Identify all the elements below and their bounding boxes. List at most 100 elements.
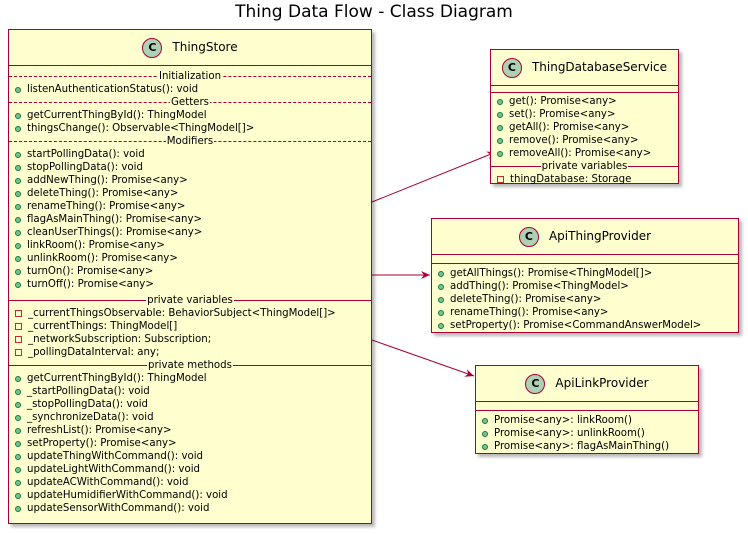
public-visibility-icon [15, 125, 21, 132]
class-thingstore[interactable]: C ThingStore Initialization listenAuthen… [8, 29, 372, 524]
public-visibility-icon [15, 401, 21, 408]
method-row: addNewThing(): Promise<any> [9, 174, 371, 187]
method-row: updateACWithCommand(): void [9, 476, 371, 489]
public-visibility-icon [15, 229, 21, 236]
method-row: Promise<any>: linkRoom() [476, 414, 698, 427]
method-row: setProperty(): Promise<CommandAnswerMode… [432, 319, 738, 332]
method-row: turnOff(): Promise<any> [9, 278, 371, 291]
section-separator: Initialization [9, 70, 371, 83]
public-visibility-icon [15, 268, 21, 275]
method-row: renameThing(): Promise<any> [432, 306, 738, 319]
method-row: removeAll(): Promise<any> [491, 147, 678, 160]
section-separator: Getters [9, 96, 371, 109]
class-header: C ThingStore [9, 30, 371, 66]
class-c-icon: C [142, 37, 163, 58]
public-visibility-icon [15, 479, 21, 486]
method-row: getCurrentThingById(): ThingModel [9, 109, 371, 122]
method-row: thingsChange(): Observable<ThingModel[]> [9, 122, 371, 135]
public-visibility-icon [15, 466, 21, 473]
public-visibility-icon [482, 443, 488, 450]
edge-thingstore-to-apilinkprovider [371, 339, 475, 377]
method-row: set(): Promise<any> [491, 108, 678, 121]
method-row: _stopPollingData(): void [9, 398, 371, 411]
class-name: ThingStore [172, 40, 238, 54]
public-visibility-icon [15, 255, 21, 262]
method-row: flagAsMainThing(): Promise<any> [9, 213, 371, 226]
public-visibility-icon [15, 151, 21, 158]
method-row: startPollingData(): void [9, 148, 371, 161]
public-visibility-icon [497, 124, 503, 131]
section-separator: Modifiers [9, 135, 371, 148]
private-visibility-icon [15, 336, 22, 343]
method-row: get(): Promise<any> [491, 95, 678, 108]
public-visibility-icon [15, 164, 21, 171]
public-visibility-icon [438, 283, 444, 290]
method-row: renameThing(): Promise<any> [9, 200, 371, 213]
attributes-separator [476, 410, 698, 411]
method-row: _synchronizeData(): void [9, 411, 371, 424]
public-visibility-icon [482, 417, 488, 424]
public-visibility-icon [497, 137, 503, 144]
public-visibility-icon [15, 492, 21, 499]
public-visibility-icon [15, 177, 21, 184]
public-visibility-icon [15, 414, 21, 421]
class-header: C ApiThingProvider [432, 219, 738, 255]
public-visibility-icon [15, 216, 21, 223]
attributes-separator [432, 263, 738, 264]
class-name: ThingDatabaseService [531, 60, 668, 74]
method-row: unlinkRoom(): Promise<any> [9, 252, 371, 265]
method-row: listenAuthenticationStatus(): void [9, 83, 371, 96]
public-visibility-icon [482, 430, 488, 437]
method-row: deleteThing(): Promise<any> [432, 293, 738, 306]
class-header: C ThingDatabaseService [491, 50, 678, 86]
section-separator: private variables [491, 160, 678, 173]
public-visibility-icon [15, 388, 21, 395]
public-visibility-icon [438, 296, 444, 303]
public-visibility-icon [15, 86, 21, 93]
class-c-icon: C [525, 373, 546, 394]
method-row: remove(): Promise<any> [491, 134, 678, 147]
public-visibility-icon [15, 440, 21, 447]
section-separator: private variables [9, 294, 371, 307]
method-row: getCurrentThingById(): ThingModel [9, 372, 371, 385]
class-apilinkprovider[interactable]: C ApiLinkProvider Promise<any>: linkRoom… [475, 365, 699, 454]
class-name: ApiLinkProvider [555, 376, 649, 390]
method-row: linkRoom(): Promise<any> [9, 239, 371, 252]
method-row: cleanUserThings(): Promise<any> [9, 226, 371, 239]
method-row: _startPollingData(): void [9, 385, 371, 398]
private-visibility-icon [15, 310, 22, 317]
method-row: updateSensorWithCommand(): void [9, 502, 371, 515]
private-visibility-icon [15, 323, 22, 330]
method-row: addThing(): Promise<ThingModel> [432, 280, 738, 293]
method-row: updateLightWithCommand(): void [9, 463, 371, 476]
class-c-icon: C [518, 226, 539, 247]
public-visibility-icon [15, 242, 21, 249]
method-row: deleteThing(): Promise<any> [9, 187, 371, 200]
field-row: _currentThings: ThingModel[] [9, 320, 371, 333]
class-c-icon: C [501, 57, 522, 78]
class-apithingprovider[interactable]: C ApiThingProvider getAllThings(): Promi… [431, 218, 739, 333]
public-visibility-icon [497, 111, 503, 118]
class-header: C ApiLinkProvider [476, 366, 698, 402]
edge-thingstore-to-thingdatabaseservice [371, 151, 497, 203]
public-visibility-icon [438, 309, 444, 316]
private-visibility-icon [497, 176, 504, 183]
class-name: ApiThingProvider [548, 229, 652, 243]
class-thingdatabaseservice[interactable]: C ThingDatabaseService get(): Promise<an… [490, 49, 679, 186]
public-visibility-icon [15, 112, 21, 119]
public-visibility-icon [438, 322, 444, 329]
public-visibility-icon [15, 190, 21, 197]
public-visibility-icon [497, 98, 503, 105]
field-row: _networkSubscription: Subscription; [9, 333, 371, 346]
field-row: _currentThingsObservable: BehaviorSubjec… [9, 307, 371, 320]
method-row: refreshList(): Promise<any> [9, 424, 371, 437]
field-row: _pollingDataInterval: any; [9, 346, 371, 359]
public-visibility-icon [438, 270, 444, 277]
private-visibility-icon [15, 349, 22, 356]
method-row: setProperty(): Promise<any> [9, 437, 371, 450]
attributes-separator [491, 92, 678, 93]
method-row: turnOn(): Promise<any> [9, 265, 371, 278]
section-separator: private methods [9, 359, 371, 372]
field-row: thingDatabase: Storage [491, 173, 678, 186]
